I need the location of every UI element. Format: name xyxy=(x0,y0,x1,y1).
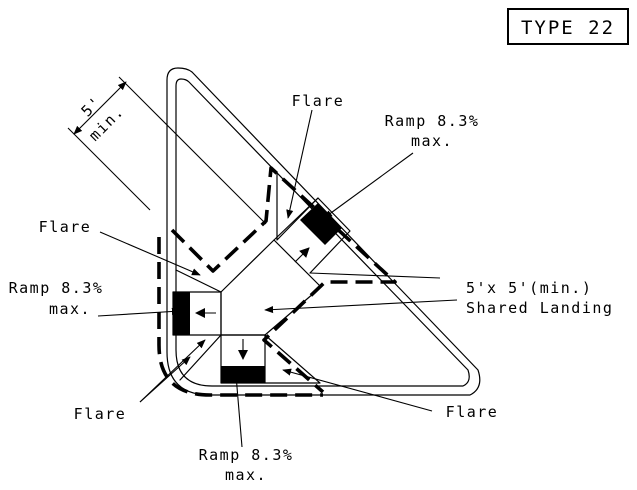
label-ramp-top-line1: Ramp 8.3% xyxy=(385,112,480,130)
ramp-pad-upper-right xyxy=(273,197,351,274)
leader-flare-bottom-left-b xyxy=(139,356,191,403)
dashed-boundary-left-branch xyxy=(170,166,397,394)
type-badge-text: TYPE 22 xyxy=(521,17,615,39)
detectable-warning-strip-left xyxy=(173,292,190,335)
label-flare-bottom-right: Flare xyxy=(446,403,499,421)
shared-landing-outline xyxy=(220,239,322,336)
label-flare-bottom-left: Flare xyxy=(74,405,127,423)
detectable-warning-strip-upper-right xyxy=(300,203,342,245)
ramp-arrow-upper-right xyxy=(294,247,310,263)
leader-flare-top xyxy=(286,109,313,219)
ramp-geometry xyxy=(172,173,351,384)
label-flare-left: Flare xyxy=(39,218,92,236)
label-ramp-bottom-line2: max. xyxy=(225,466,267,484)
flare-triangle-bottom-left xyxy=(179,334,222,381)
label-ramp-top-line2: max. xyxy=(411,132,453,150)
dimension-extension-line-upper xyxy=(118,76,267,225)
label-landing-line2: Shared Landing xyxy=(466,299,613,317)
dimension-line xyxy=(73,81,127,135)
flare-triangle-top xyxy=(276,173,319,241)
type-badge-frame xyxy=(507,8,629,45)
labels: Flare Ramp 8.3% max. Flare Ramp 8.3% max… xyxy=(9,92,613,484)
ramp-boundary-dashed xyxy=(157,166,397,397)
detectable-warning-strip-bottom xyxy=(221,366,265,383)
island-inner-edge xyxy=(175,78,470,387)
leader-flare-left xyxy=(99,231,201,276)
label-flare-top: Flare xyxy=(292,92,345,110)
flare-triangle-left xyxy=(175,269,222,293)
dimension-extension-line-lower xyxy=(67,127,151,211)
dashed-boundary-outer-branch xyxy=(157,237,323,397)
label-ramp-left-line2: max. xyxy=(49,300,91,318)
leader-flare-bottom-right xyxy=(282,368,433,412)
leader-ramp-left xyxy=(97,307,181,317)
label-landing-line1: 5'x 5'(min.) xyxy=(466,279,592,297)
leader-ramp-top xyxy=(323,152,414,219)
flare-triangle-bottom-right xyxy=(264,334,321,384)
leader-lines xyxy=(97,109,458,448)
type-badge: TYPE 22 xyxy=(507,8,629,45)
leader-landing-upper xyxy=(309,272,441,279)
label-ramp-bottom-line1: Ramp 8.3% xyxy=(199,446,294,464)
leader-ramp-bottom xyxy=(233,374,243,448)
leader-landing xyxy=(264,299,458,314)
label-ramp-left-line1: Ramp 8.3% xyxy=(9,279,104,297)
